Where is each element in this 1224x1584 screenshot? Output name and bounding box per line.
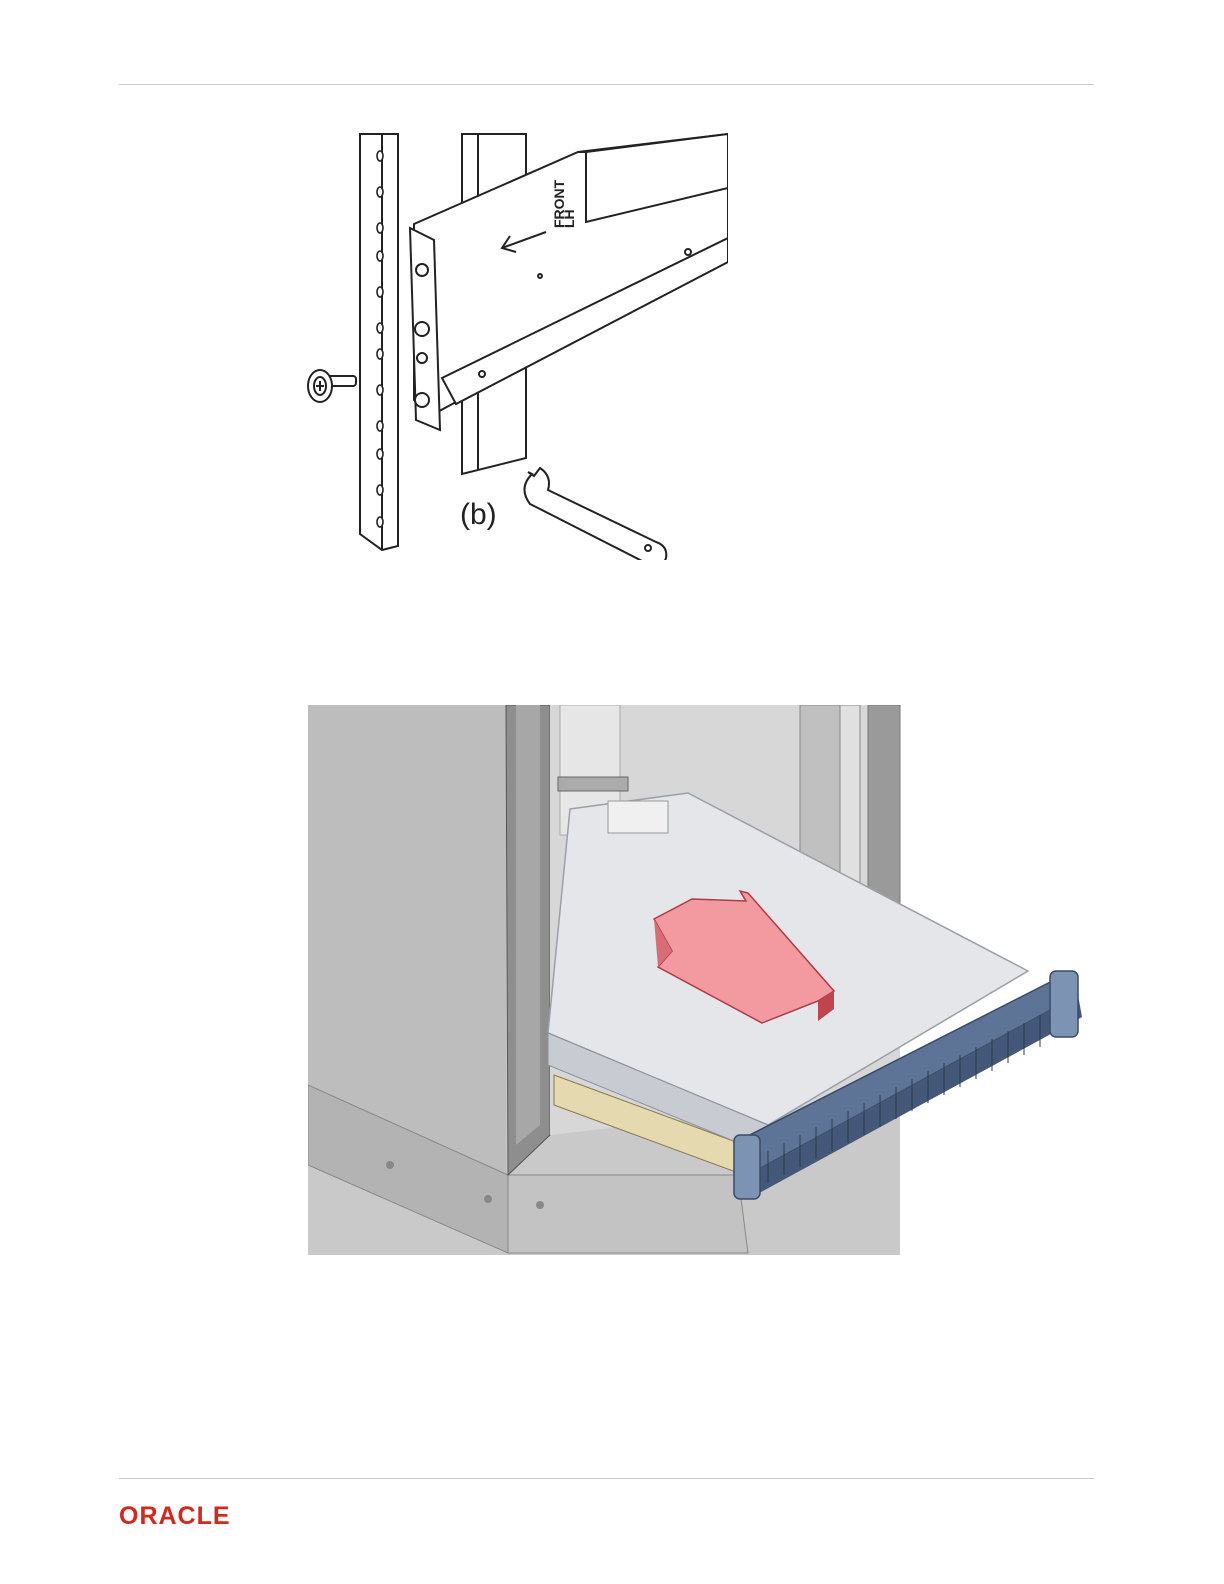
rack-right-post-edge — [868, 705, 900, 905]
oracle-logo-text: ORACLE — [119, 1502, 231, 1530]
server-top-module — [608, 801, 668, 833]
wrench-icon — [524, 468, 666, 560]
rail-label-front: FRONT — [551, 179, 567, 228]
slide-rail — [410, 134, 728, 430]
screw-icon — [308, 370, 356, 402]
header-rule — [119, 84, 1094, 85]
server-right-ear — [1050, 971, 1078, 1037]
base-bolt — [484, 1195, 492, 1203]
server-insertion-figure — [308, 705, 1098, 1255]
footer-rule — [119, 1478, 1094, 1479]
server-left-ear — [734, 1135, 760, 1199]
rack-front-post-face — [516, 705, 540, 1145]
rack-post — [360, 134, 398, 550]
rail-mount-figure: LH FRONT (b) — [296, 130, 728, 560]
slide-rail-upper — [558, 777, 628, 791]
base-bolt — [386, 1161, 394, 1169]
rack-base-front — [508, 1175, 748, 1253]
base-bolt — [536, 1201, 544, 1209]
oracle-logo: ORACLE — [119, 1502, 231, 1531]
callout-label: (b) — [460, 498, 497, 531]
